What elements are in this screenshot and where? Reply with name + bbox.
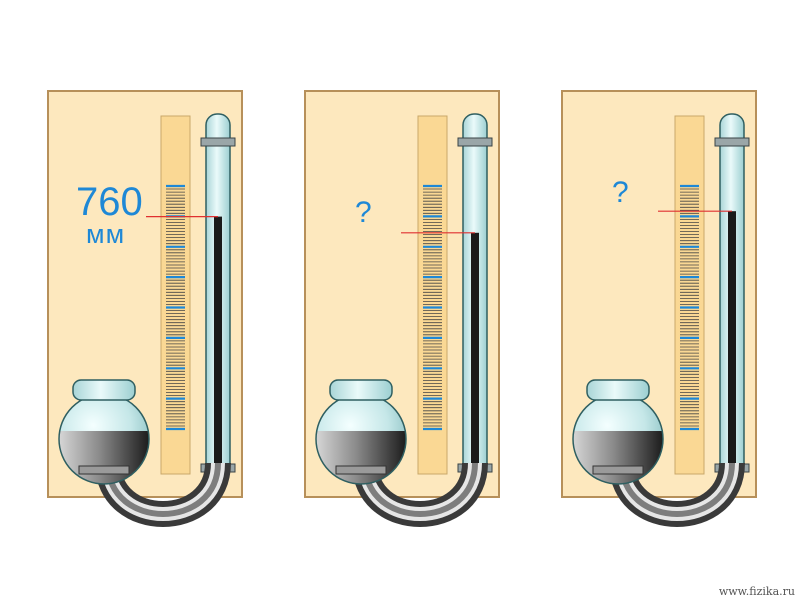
barometer-1: 760 мм [47, 90, 243, 527]
cup-barometer-icon [572, 379, 664, 485]
reading-unit: мм [86, 219, 125, 249]
site-credit: www.fizika.ru [719, 585, 795, 598]
reading-value: ? [612, 176, 629, 209]
mercury-column-icon [728, 211, 736, 472]
scale-ticks [423, 184, 442, 431]
mercury-column-icon [471, 232, 479, 472]
clamp-top [200, 137, 236, 147]
reading-value: 760 [76, 180, 143, 224]
scale-ticks [680, 184, 699, 431]
mercury-column-icon [214, 216, 222, 472]
scale-ticks [166, 184, 185, 431]
barometer-3: ? [561, 90, 757, 527]
barometer-2: ? [304, 90, 500, 527]
clamp-top [714, 137, 750, 147]
reading-value: ? [355, 196, 372, 229]
clamp-top [457, 137, 493, 147]
